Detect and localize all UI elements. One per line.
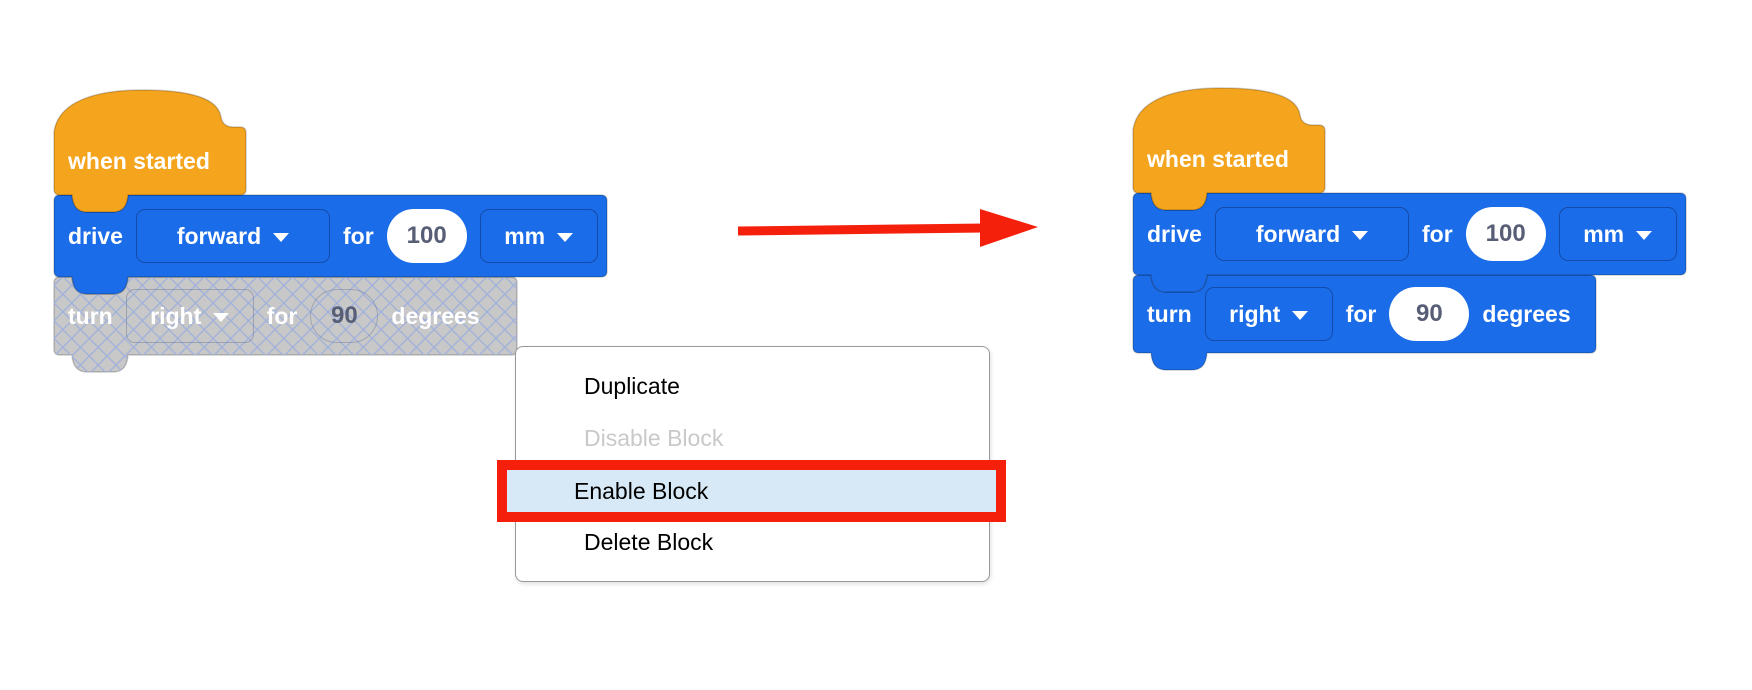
turn-direction-dropdown-value: right bbox=[150, 302, 202, 329]
angle-value: 90 bbox=[331, 302, 358, 329]
distance-value-field[interactable]: 100 bbox=[386, 209, 467, 263]
unit-dropdown[interactable]: mm bbox=[1558, 207, 1677, 261]
menu-item-delete-block[interactable]: Delete Block bbox=[584, 528, 714, 555]
chevron-down-icon bbox=[1352, 231, 1369, 240]
chevron-down-icon bbox=[273, 233, 290, 242]
turn-block-disabled[interactable]: turn right for 90 degrees bbox=[68, 277, 480, 355]
for-label: for bbox=[266, 302, 298, 329]
direction-dropdown-value: forward bbox=[176, 222, 262, 249]
for-label: for bbox=[342, 222, 374, 249]
direction-dropdown-value: forward bbox=[1255, 220, 1341, 247]
when-started-hat-shape[interactable] bbox=[1132, 87, 1326, 211]
chevron-down-icon bbox=[557, 233, 574, 242]
menu-item-enable-block[interactable]: Enable Block bbox=[497, 460, 1006, 522]
turn-direction-dropdown-value: right bbox=[1229, 300, 1281, 327]
transition-arrow-icon bbox=[737, 209, 1038, 247]
block-shapes-after bbox=[1132, 87, 1687, 371]
turn-verb-label: turn bbox=[1147, 300, 1192, 327]
direction-dropdown[interactable]: forward bbox=[135, 209, 330, 263]
unit-dropdown[interactable]: mm bbox=[479, 209, 598, 263]
hat-label: when started bbox=[1147, 145, 1289, 172]
context-menu: Duplicate Disable Block Enable Block Del… bbox=[497, 346, 1006, 582]
disabled-crosshatch-pattern bbox=[54, 277, 517, 372]
block-stack-after: when started drive forward for 100 mm tu… bbox=[1132, 87, 1693, 390]
drive-block[interactable]: drive forward for 100 mm bbox=[1147, 193, 1677, 275]
direction-dropdown[interactable]: forward bbox=[1214, 207, 1409, 261]
chevron-down-icon bbox=[1636, 231, 1653, 240]
chevron-down-icon bbox=[213, 313, 230, 322]
drive-verb-label: drive bbox=[68, 222, 123, 249]
menu-item-disable-block: Disable Block bbox=[584, 424, 724, 451]
block-stack-before: when started drive forward for 100 mm tu… bbox=[53, 89, 614, 392]
angle-value-field[interactable]: 90 bbox=[310, 289, 379, 343]
for-label: for bbox=[1345, 300, 1377, 327]
hat-label: when started bbox=[68, 147, 210, 174]
turn-verb-label: turn bbox=[68, 302, 113, 329]
turn-direction-dropdown[interactable]: right bbox=[1204, 287, 1333, 341]
degrees-label: degrees bbox=[391, 302, 480, 329]
unit-dropdown-value: mm bbox=[504, 222, 546, 249]
drive-verb-label: drive bbox=[1147, 220, 1202, 247]
drive-block[interactable]: drive forward for 100 mm bbox=[68, 195, 598, 277]
degrees-label: degrees bbox=[1482, 300, 1571, 327]
when-started-block[interactable]: when started bbox=[1147, 125, 1289, 193]
menu-item-duplicate[interactable]: Duplicate bbox=[584, 372, 680, 399]
turn-block[interactable]: turn right for 90 degrees bbox=[1147, 275, 1571, 353]
angle-value: 90 bbox=[1416, 300, 1443, 327]
for-label: for bbox=[1421, 220, 1453, 247]
unit-dropdown-value: mm bbox=[1583, 220, 1625, 247]
distance-value: 100 bbox=[1485, 220, 1526, 247]
turn-direction-dropdown[interactable]: right bbox=[125, 289, 254, 343]
block-shapes-before bbox=[53, 89, 608, 373]
distance-value-field[interactable]: 100 bbox=[1465, 207, 1546, 261]
when-started-block[interactable]: when started bbox=[68, 127, 210, 195]
distance-value: 100 bbox=[406, 222, 447, 249]
chevron-down-icon bbox=[1292, 311, 1309, 320]
when-started-hat-shape[interactable] bbox=[53, 89, 247, 213]
angle-value-field[interactable]: 90 bbox=[1389, 287, 1470, 341]
